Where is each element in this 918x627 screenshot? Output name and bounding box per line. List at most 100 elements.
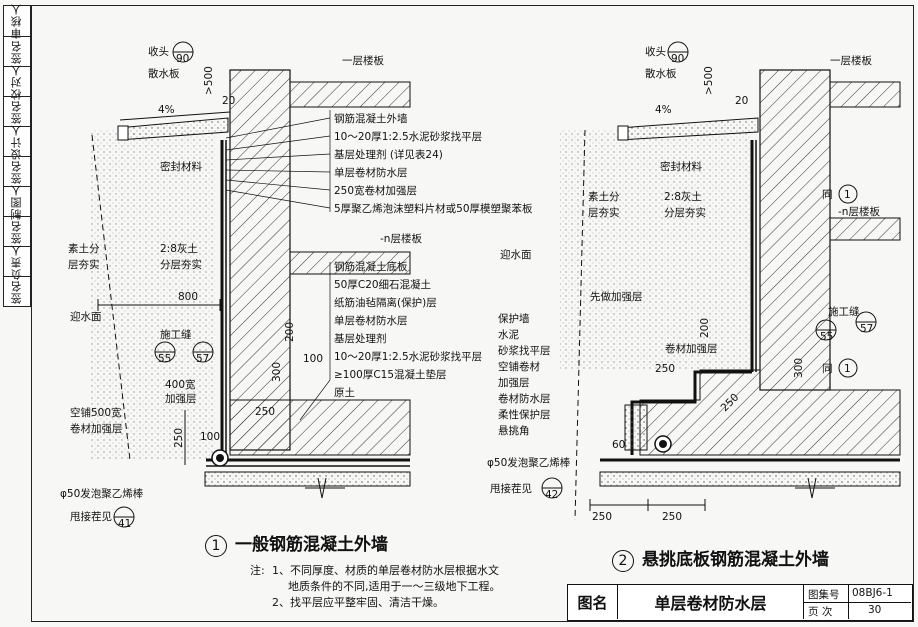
svg-text:300: 300 bbox=[271, 362, 283, 382]
svg-text:4%: 4% bbox=[158, 104, 175, 116]
strip-cell: 签名 bbox=[4, 276, 30, 306]
svg-text:200: 200 bbox=[284, 322, 296, 342]
svg-text:2:8灰土: 2:8灰土 bbox=[160, 242, 198, 255]
strip-cell: 签名 bbox=[4, 156, 30, 187]
page-label: 页 次 bbox=[808, 606, 833, 618]
svg-text:57: 57 bbox=[860, 323, 873, 335]
strip-cell: 签名 bbox=[4, 96, 30, 127]
right-detail: 收头 90 一层楼板 散水板 >500 20 4% 密封材料 素土分 层夯实 2… bbox=[487, 41, 901, 523]
figure-name: 单层卷材防水层 bbox=[618, 585, 804, 619]
svg-text:卷材防水层: 卷材防水层 bbox=[498, 392, 551, 405]
note-line-1: 1、不同厚度、材质的单层卷材防水层根据水文 bbox=[272, 564, 499, 577]
svg-text:800: 800 bbox=[178, 291, 198, 303]
svg-text:甩接茬见: 甩接茬见 bbox=[70, 510, 112, 523]
svg-text:-n层楼板: -n层楼板 bbox=[380, 232, 422, 245]
svg-text:施工缝: 施工缝 bbox=[828, 305, 860, 318]
svg-text:悬挑角: 悬挑角 bbox=[498, 424, 530, 437]
svg-text:10～20厚1:2.5水泥砂浆找平层: 10～20厚1:2.5水泥砂浆找平层 bbox=[334, 350, 482, 363]
svg-text:层夯实: 层夯实 bbox=[588, 206, 620, 219]
strip-cell: 校对人 bbox=[4, 64, 30, 100]
svg-text:20: 20 bbox=[735, 95, 748, 107]
svg-text:分层夯实: 分层夯实 bbox=[160, 258, 202, 271]
svg-text:柔性保护层: 柔性保护层 bbox=[498, 408, 551, 421]
strip-cell: 负责人 bbox=[4, 244, 30, 280]
svg-text:密封材料: 密封材料 bbox=[160, 160, 202, 173]
svg-text:20: 20 bbox=[222, 95, 235, 107]
svg-text:41: 41 bbox=[118, 518, 131, 530]
strip-cell: 设计人 bbox=[4, 124, 30, 160]
svg-text:素土分: 素土分 bbox=[68, 242, 100, 255]
left-end-label: 收头 bbox=[148, 45, 169, 58]
svg-text:卷材加强层: 卷材加强层 bbox=[70, 422, 123, 435]
signature-strip: 审核人 签名 校对人 签名 设计人 签名 制图人 签名 负责人 签名 bbox=[3, 3, 31, 307]
svg-text:同: 同 bbox=[822, 189, 833, 201]
svg-text:300: 300 bbox=[793, 358, 805, 378]
atlas-label: 图集号 bbox=[808, 589, 840, 601]
svg-text:散水板: 散水板 bbox=[148, 67, 180, 80]
svg-text:250: 250 bbox=[255, 406, 275, 418]
svg-text:50厚C20细石混凝土: 50厚C20细石混凝土 bbox=[334, 278, 431, 291]
svg-text:φ50发泡聚乙烯棒: φ50发泡聚乙烯棒 bbox=[487, 456, 571, 469]
svg-text:250: 250 bbox=[173, 428, 185, 448]
svg-text:空铺卷材: 空铺卷材 bbox=[498, 360, 540, 373]
svg-text:先做加强层: 先做加强层 bbox=[590, 290, 643, 303]
atlas-value: 08BJ6-1 bbox=[852, 587, 893, 599]
svg-text:基层处理剂: 基层处理剂 bbox=[334, 332, 387, 345]
svg-text:迎水面: 迎水面 bbox=[500, 249, 532, 261]
svg-text:原土: 原土 bbox=[334, 386, 355, 399]
svg-text:4%: 4% bbox=[655, 104, 672, 116]
svg-text:90: 90 bbox=[176, 53, 189, 65]
svg-text:1: 1 bbox=[844, 189, 851, 201]
svg-text:400宽: 400宽 bbox=[165, 378, 196, 391]
page-value: 30 bbox=[868, 604, 882, 616]
svg-text:收头: 收头 bbox=[645, 45, 666, 58]
svg-text:100: 100 bbox=[200, 431, 220, 443]
svg-text:甩接茬见: 甩接茬见 bbox=[490, 482, 532, 495]
svg-text:42: 42 bbox=[545, 489, 558, 501]
note-line-2: 地质条件的不同,适用于一～三级地下工程。 bbox=[288, 580, 501, 593]
left-detail: 收头 90 一层楼板 散水板 >500 20 4% 密封材料 钢筋混凝土外墙 1… bbox=[60, 41, 533, 530]
svg-text:55: 55 bbox=[820, 331, 833, 343]
svg-text:55: 55 bbox=[158, 353, 171, 365]
svg-text:>500: >500 bbox=[203, 66, 215, 95]
svg-text:-n层楼板: -n层楼板 bbox=[838, 205, 880, 218]
svg-text:200: 200 bbox=[699, 318, 711, 338]
strip-cell: 签名 bbox=[4, 36, 30, 67]
left-floor1-label: 一层楼板 bbox=[342, 54, 384, 67]
svg-text:10～20厚1:2.5水泥砂浆找平层: 10～20厚1:2.5水泥砂浆找平层 bbox=[334, 130, 482, 143]
svg-text:加强层: 加强层 bbox=[498, 377, 530, 389]
svg-text:密封材料: 密封材料 bbox=[660, 160, 702, 173]
svg-text:素土分: 素土分 bbox=[588, 190, 620, 203]
svg-text:一层楼板: 一层楼板 bbox=[830, 54, 872, 67]
svg-text:60: 60 bbox=[612, 439, 625, 451]
svg-text:加强层: 加强层 bbox=[165, 393, 197, 405]
notes-prefix: 注: bbox=[250, 564, 265, 577]
strip-cell: 签名 bbox=[4, 216, 30, 247]
strip-cell: 制图人 bbox=[4, 184, 30, 220]
svg-text:250: 250 bbox=[592, 511, 612, 523]
figure-name-label: 图名 bbox=[568, 585, 618, 619]
svg-text:散水板: 散水板 bbox=[645, 67, 677, 80]
svg-text:同: 同 bbox=[822, 363, 833, 375]
svg-text:迎水面: 迎水面 bbox=[70, 311, 102, 323]
svg-text:单层卷材防水层: 单层卷材防水层 bbox=[334, 314, 408, 327]
svg-text:5厚聚乙烯泡沫塑料片材或50厚模塑聚苯板: 5厚聚乙烯泡沫塑料片材或50厚模塑聚苯板 bbox=[334, 202, 533, 215]
svg-text:基层处理剂 (详见表24): 基层处理剂 (详见表24) bbox=[334, 148, 443, 161]
svg-text:纸筋油毡隔离(保护)层: 纸筋油毡隔离(保护)层 bbox=[334, 296, 437, 309]
svg-text:250宽卷材加强层: 250宽卷材加强层 bbox=[334, 184, 417, 197]
svg-text:单层卷材防水层: 单层卷材防水层 bbox=[334, 166, 408, 179]
svg-text:砂浆找平层: 砂浆找平层 bbox=[498, 344, 551, 357]
svg-text:保护墙: 保护墙 bbox=[498, 312, 530, 325]
title-block: 图名 单层卷材防水层 图集号 08BJ6-1 页 次 30 bbox=[567, 584, 913, 621]
svg-text:层夯实: 层夯实 bbox=[68, 258, 100, 271]
note-line-3: 2、找平层应平整牢固、清洁干燥。 bbox=[272, 596, 444, 609]
svg-text:钢筋混凝土底板: 钢筋混凝土底板 bbox=[334, 260, 408, 273]
svg-text:90: 90 bbox=[671, 53, 684, 65]
svg-text:钢筋混凝土外墙: 钢筋混凝土外墙 bbox=[334, 112, 408, 125]
svg-text:φ50发泡聚乙烯棒: φ50发泡聚乙烯棒 bbox=[60, 487, 144, 500]
svg-text:空铺500宽: 空铺500宽 bbox=[70, 406, 122, 419]
svg-text:>500: >500 bbox=[703, 66, 715, 95]
